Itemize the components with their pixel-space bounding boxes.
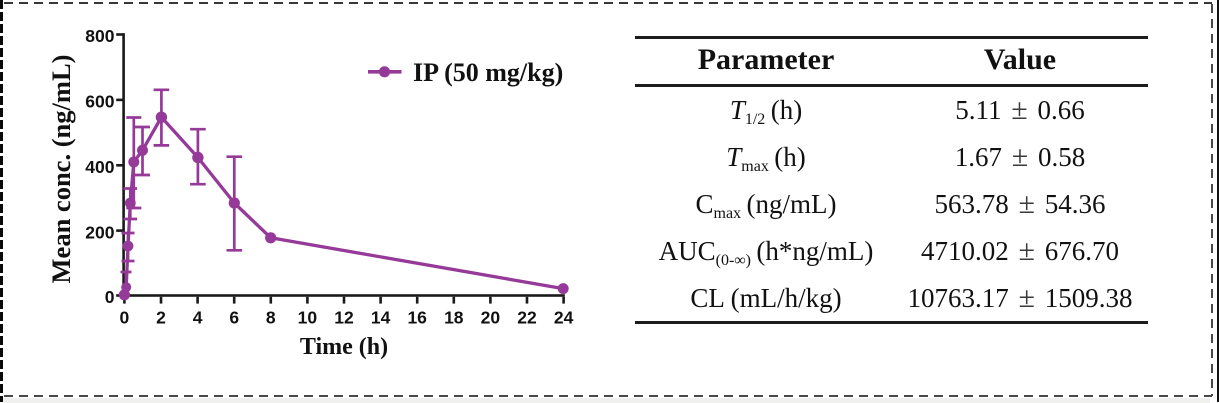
svg-text:Time (h): Time (h) [300, 334, 388, 360]
svg-text:24: 24 [554, 308, 574, 328]
svg-text:IP (50 mg/kg): IP (50 mg/kg) [413, 58, 563, 87]
svg-text:Mean conc. (ng/mL): Mean conc. (ng/mL) [46, 55, 76, 284]
svg-text:16: 16 [407, 308, 427, 328]
svg-text:0: 0 [105, 287, 115, 307]
svg-text:12: 12 [334, 308, 354, 328]
svg-text:600: 600 [85, 92, 114, 112]
svg-text:20: 20 [481, 308, 501, 328]
svg-text:200: 200 [85, 222, 114, 242]
svg-text:800: 800 [85, 26, 114, 46]
svg-text:18: 18 [444, 308, 464, 328]
svg-text:0: 0 [120, 308, 130, 328]
svg-text:14: 14 [371, 308, 391, 328]
svg-text:22: 22 [517, 308, 537, 328]
svg-text:400: 400 [85, 157, 114, 177]
svg-text:6: 6 [229, 308, 239, 328]
svg-text:10: 10 [298, 308, 318, 328]
svg-text:2: 2 [156, 308, 166, 328]
svg-text:8: 8 [266, 308, 276, 328]
svg-text:4: 4 [193, 308, 203, 328]
